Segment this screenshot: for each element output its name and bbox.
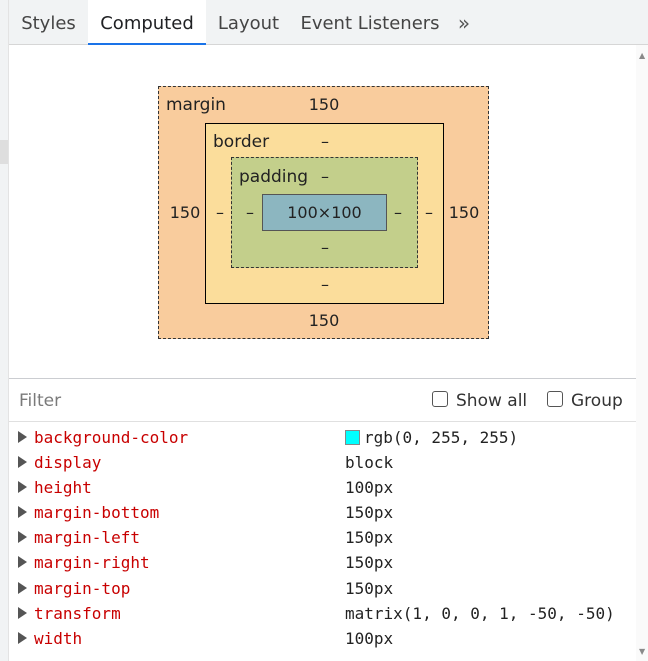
show-all-label: Show all: [456, 391, 528, 411]
vertical-scrollbar[interactable]: ▲ ▼: [636, 45, 648, 661]
property-row[interactable]: margin-right 150px: [9, 551, 636, 576]
margin-right-value[interactable]: 150: [448, 203, 480, 222]
tab-styles[interactable]: Styles: [21, 13, 76, 34]
property-name: margin-left: [34, 528, 140, 548]
property-value: matrix(1, 0, 0, 1, -50, -50): [345, 603, 615, 623]
property-row[interactable]: height 100px: [9, 476, 636, 501]
show-all-checkbox[interactable]: Show all: [432, 390, 527, 412]
property-name: transform: [34, 603, 121, 623]
property-value: 150px: [345, 553, 394, 573]
box-model-border[interactable]: border – – – – padding – – – – 100×100: [205, 123, 444, 304]
border-right-value[interactable]: –: [425, 203, 433, 222]
property-value: 100px: [345, 628, 394, 648]
group-checkbox-icon[interactable]: [547, 391, 563, 407]
border-bottom-value[interactable]: –: [321, 275, 329, 294]
filter-bar: Show all Group: [9, 380, 636, 422]
expand-triangle-icon[interactable]: [18, 531, 27, 544]
margin-label: margin: [166, 95, 226, 115]
padding-right-value[interactable]: –: [394, 203, 402, 222]
left-panel-edge: [0, 0, 9, 661]
padding-bottom-value[interactable]: –: [321, 238, 329, 257]
property-value: rgb(0, 255, 255): [345, 428, 518, 448]
property-row[interactable]: display block: [9, 451, 636, 476]
property-name: margin-bottom: [34, 503, 160, 523]
property-name: margin-right: [34, 553, 150, 573]
box-model-margin[interactable]: margin 150 150 150 150 border – – – – pa…: [158, 86, 489, 339]
computed-properties-list: background-color rgb(0, 255, 255) displa…: [9, 426, 636, 652]
property-row[interactable]: margin-top 150px: [9, 577, 636, 602]
filter-input[interactable]: [17, 388, 397, 414]
property-name: height: [34, 478, 92, 498]
expand-triangle-icon[interactable]: [18, 556, 27, 569]
color-swatch[interactable]: [345, 430, 360, 445]
padding-left-value[interactable]: –: [246, 203, 254, 222]
margin-top-value[interactable]: 150: [308, 95, 340, 114]
computed-panel: Styles Computed Layout Event Listeners »…: [9, 0, 648, 661]
border-label: border: [213, 132, 270, 152]
property-row[interactable]: background-color rgb(0, 255, 255): [9, 426, 636, 451]
group-checkbox[interactable]: Group: [547, 390, 623, 412]
scroll-up-icon[interactable]: ▲: [639, 51, 646, 60]
left-panel-marker: [0, 140, 8, 164]
more-tabs-icon[interactable]: »: [457, 11, 471, 35]
property-value: block: [345, 453, 394, 473]
show-all-checkbox-icon[interactable]: [432, 391, 448, 407]
box-model-padding[interactable]: padding – – – – 100×100: [231, 157, 418, 268]
tab-bar: Styles Computed Layout Event Listeners »: [9, 0, 648, 45]
expand-triangle-icon[interactable]: [18, 481, 27, 494]
expand-triangle-icon[interactable]: [18, 581, 27, 594]
box-model-diagram: margin 150 150 150 150 border – – – – pa…: [9, 46, 636, 379]
expand-triangle-icon[interactable]: [18, 631, 27, 644]
property-name: background-color: [34, 428, 189, 447]
padding-label: padding: [239, 167, 309, 187]
property-value: 150px: [345, 578, 394, 598]
property-value: 100px: [345, 478, 394, 498]
tab-event-listeners[interactable]: Event Listeners: [300, 13, 440, 34]
scroll-down-icon[interactable]: ▼: [639, 647, 646, 656]
tab-layout[interactable]: Layout: [217, 13, 280, 34]
margin-bottom-value[interactable]: 150: [308, 311, 340, 330]
property-row[interactable]: margin-bottom 150px: [9, 501, 636, 526]
property-name: margin-top: [34, 578, 131, 598]
border-left-value[interactable]: –: [216, 203, 224, 222]
property-value: 150px: [345, 503, 394, 523]
property-row[interactable]: margin-left 150px: [9, 526, 636, 551]
padding-top-value[interactable]: –: [321, 167, 329, 186]
property-row[interactable]: width 100px: [9, 627, 636, 652]
margin-left-value[interactable]: 150: [169, 203, 201, 222]
tab-computed[interactable]: Computed: [88, 0, 206, 45]
expand-triangle-icon[interactable]: [18, 431, 27, 443]
expand-triangle-icon[interactable]: [18, 606, 27, 619]
property-value-text: rgb(0, 255, 255): [364, 428, 519, 447]
expand-triangle-icon[interactable]: [18, 456, 27, 469]
group-label: Group: [571, 391, 623, 411]
property-name: display: [34, 453, 102, 473]
expand-triangle-icon[interactable]: [18, 506, 27, 519]
box-model-content[interactable]: 100×100: [262, 194, 387, 231]
border-top-value[interactable]: –: [321, 132, 329, 151]
property-name: width: [34, 628, 83, 648]
property-row[interactable]: transform matrix(1, 0, 0, 1, -50, -50): [9, 602, 636, 627]
property-value: 150px: [345, 528, 394, 548]
